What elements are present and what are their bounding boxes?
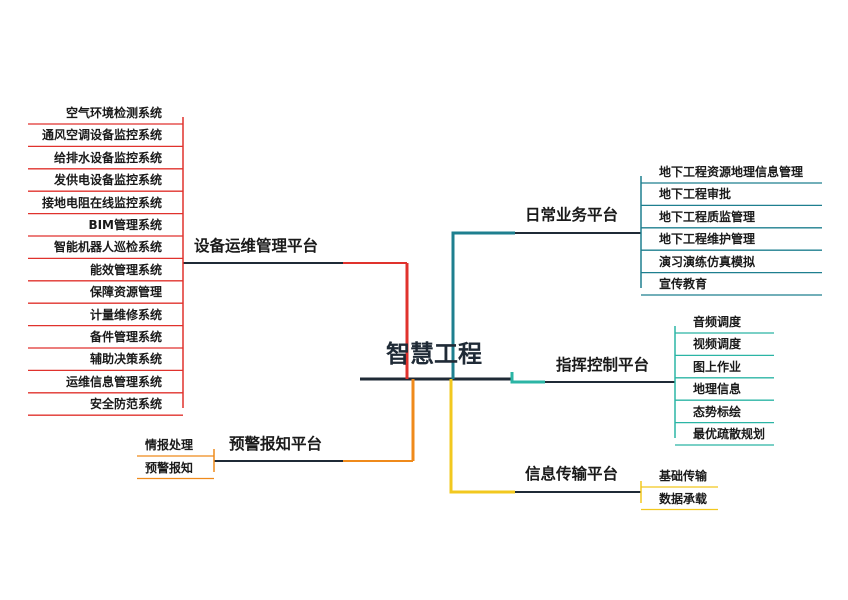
leaf-equipment-12: 运维信息管理系统 xyxy=(65,374,162,389)
leaf-command-5: 最优疏散规划 xyxy=(693,427,766,441)
leaf-transmission-1: 数据承载 xyxy=(659,491,708,506)
leaf-equipment-1: 通风空调设备监控系统 xyxy=(41,128,162,143)
branch-label-command: 指挥控制平台 xyxy=(556,356,650,374)
leaf-daily-4: 演习演练仿真模拟 xyxy=(659,254,756,269)
leaf-equipment-8: 保障资源管理 xyxy=(89,285,162,300)
leaf-command-2: 图上作业 xyxy=(693,359,742,374)
leaf-equipment-10: 备件管理系统 xyxy=(89,330,162,344)
leaf-equipment-6: 智能机器人巡检系统 xyxy=(53,240,162,255)
branch-label-warning: 预警报知平台 xyxy=(229,435,323,453)
command-connector xyxy=(510,372,545,384)
leaf-daily-0: 地下工程资源地理信息管理 xyxy=(659,165,804,179)
branch-label-daily: 日常业务平台 xyxy=(525,206,619,224)
leaf-equipment-9: 计量维修系统 xyxy=(89,307,162,322)
leaf-equipment-11: 辅助决策系统 xyxy=(89,352,162,367)
leaf-command-1: 视频调度 xyxy=(693,337,742,352)
leaf-warning-1: 预警报知 xyxy=(144,460,193,475)
leaf-daily-1: 地下工程审批 xyxy=(659,187,732,202)
center-node-label: 智慧工程 xyxy=(386,340,482,368)
leaf-command-3: 地理信息 xyxy=(693,382,742,397)
leaf-equipment-2: 给排水设备监控系统 xyxy=(53,150,162,165)
branch-label-equipment: 设备运维管理平台 xyxy=(194,237,319,255)
leaf-warning-0: 情报处理 xyxy=(144,438,193,452)
transmission-connector xyxy=(449,379,515,494)
leaf-command-4: 态势标绘 xyxy=(693,404,742,419)
leaf-equipment-13: 安全防范系统 xyxy=(89,397,162,412)
leaf-equipment-0: 空气环境检测系统 xyxy=(65,106,162,120)
leaf-daily-2: 地下工程质监管理 xyxy=(659,209,756,224)
leaf-equipment-3: 发供电设备监控系统 xyxy=(53,173,162,188)
leaf-equipment-4: 接地电阻在线监控系统 xyxy=(41,195,162,210)
leaf-daily-3: 地下工程维护管理 xyxy=(659,232,756,247)
leaf-command-0: 音频调度 xyxy=(693,315,742,329)
leaf-equipment-7: 能效管理系统 xyxy=(89,262,162,277)
leaf-equipment-5: BIM管理系统 xyxy=(88,218,162,232)
leaf-daily-5: 宣传教育 xyxy=(659,277,708,291)
branch-label-transmission: 信息传输平台 xyxy=(525,465,619,483)
daily-connector xyxy=(451,231,515,379)
leaf-transmission-0: 基础传输 xyxy=(659,469,708,483)
